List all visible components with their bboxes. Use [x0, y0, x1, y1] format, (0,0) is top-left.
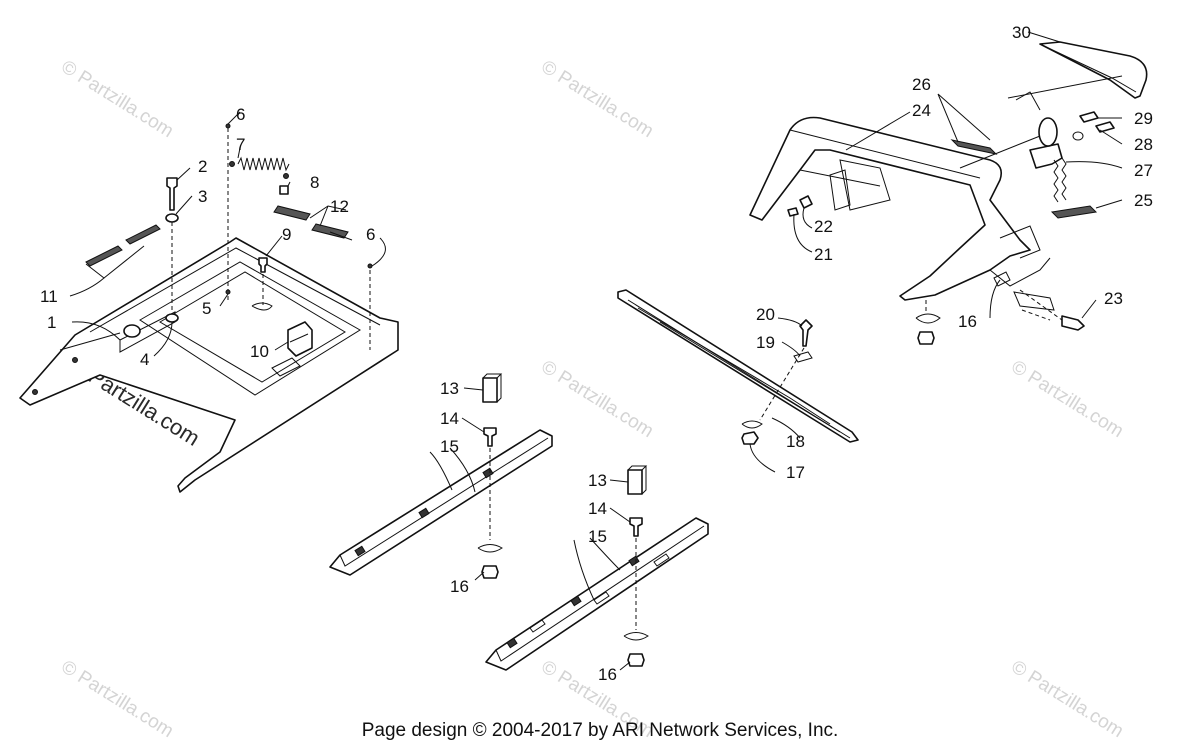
runner-rail-upper — [329, 373, 553, 579]
callout-8: 8 — [310, 173, 319, 192]
callout-15a: 15 — [440, 437, 459, 456]
callout-24: 24 — [912, 101, 931, 120]
pivot-hole — [123, 324, 141, 338]
nut — [917, 331, 935, 345]
callout-17: 17 — [786, 463, 805, 482]
screw — [799, 319, 813, 347]
callout-22: 22 — [814, 217, 833, 236]
leader-lines — [69, 31, 1123, 671]
callout-6b: 6 — [366, 225, 375, 244]
callout-3: 3 — [198, 187, 207, 206]
runner-rail-lower — [485, 465, 709, 671]
screw — [629, 517, 643, 537]
nut — [481, 565, 499, 579]
seat-pad-right-b — [311, 223, 349, 239]
bolt-small — [799, 195, 813, 209]
seat-latch-bracket — [287, 321, 313, 357]
callout-30: 30 — [1012, 23, 1031, 42]
callout-28: 28 — [1134, 135, 1153, 154]
callout-5: 5 — [202, 299, 211, 318]
callout-15b: 15 — [588, 527, 607, 546]
callout-13a: 13 — [440, 379, 459, 398]
callout-18: 18 — [786, 432, 805, 451]
nut — [627, 653, 645, 667]
callout-16c: 16 — [958, 312, 977, 331]
watermark: © Partzilla.com — [537, 56, 657, 142]
hitch-ring — [1038, 117, 1058, 147]
callout-26: 26 — [912, 75, 931, 94]
bolt-long — [1061, 315, 1085, 331]
rear-bumper-assembly — [749, 41, 1148, 345]
seat-pad-left-a — [85, 245, 123, 267]
page-footer: Page design © 2004-2017 by ARI Network S… — [361, 720, 839, 741]
nut — [741, 431, 759, 445]
callout-16b: 16 — [598, 665, 617, 684]
hitch-bracket — [1029, 143, 1063, 169]
seat-pad-left-b — [125, 224, 161, 245]
bumper-pad-lower — [1050, 205, 1098, 219]
callout-29: 29 — [1134, 109, 1153, 128]
callout-labels: 1 2 3 4 5 6 6 7 8 9 10 11 12 13 13 14 14… — [40, 23, 1153, 684]
callout-21: 21 — [814, 245, 833, 264]
callout-6a: 6 — [236, 105, 245, 124]
washer — [165, 313, 179, 323]
watermark: © Partzilla.com — [537, 356, 657, 442]
callout-14a: 14 — [440, 409, 459, 428]
screw — [483, 427, 497, 447]
callout-12: 12 — [330, 197, 349, 216]
watermark: © Partzilla.com — [1007, 356, 1127, 442]
pin — [279, 185, 289, 195]
callout-2: 2 — [198, 157, 207, 176]
spacer-block — [482, 377, 498, 403]
callout-20: 20 — [756, 305, 775, 324]
watermark: © Partzilla.com — [57, 56, 177, 142]
snow-flap-assembly — [617, 289, 859, 445]
callout-14b: 14 — [588, 499, 607, 518]
snow-flap — [617, 289, 859, 443]
bolt — [166, 177, 178, 211]
callout-19: 19 — [756, 333, 775, 352]
tail-light — [1039, 41, 1148, 99]
washer-small — [787, 207, 799, 217]
callout-16a: 16 — [450, 577, 469, 596]
bolt-small — [258, 257, 268, 273]
seat-base-assembly — [19, 123, 399, 493]
spacer-block — [627, 469, 643, 495]
callout-10: 10 — [250, 342, 269, 361]
seat-spring — [237, 156, 290, 172]
bolt — [1079, 111, 1099, 123]
nut — [165, 213, 179, 223]
seat-pad-right-a — [273, 205, 311, 221]
bumper-tube — [749, 116, 1031, 301]
hitch-chain — [1053, 157, 1067, 203]
callout-23: 23 — [1104, 289, 1123, 308]
callout-27: 27 — [1134, 161, 1153, 180]
bolt — [1095, 121, 1115, 133]
callout-4: 4 — [140, 350, 149, 369]
callout-1: 1 — [47, 313, 56, 332]
callout-25: 25 — [1134, 191, 1153, 210]
callout-11: 11 — [40, 287, 58, 306]
callout-9: 9 — [282, 225, 291, 244]
callout-7: 7 — [236, 135, 245, 154]
callout-13b: 13 — [588, 471, 607, 490]
